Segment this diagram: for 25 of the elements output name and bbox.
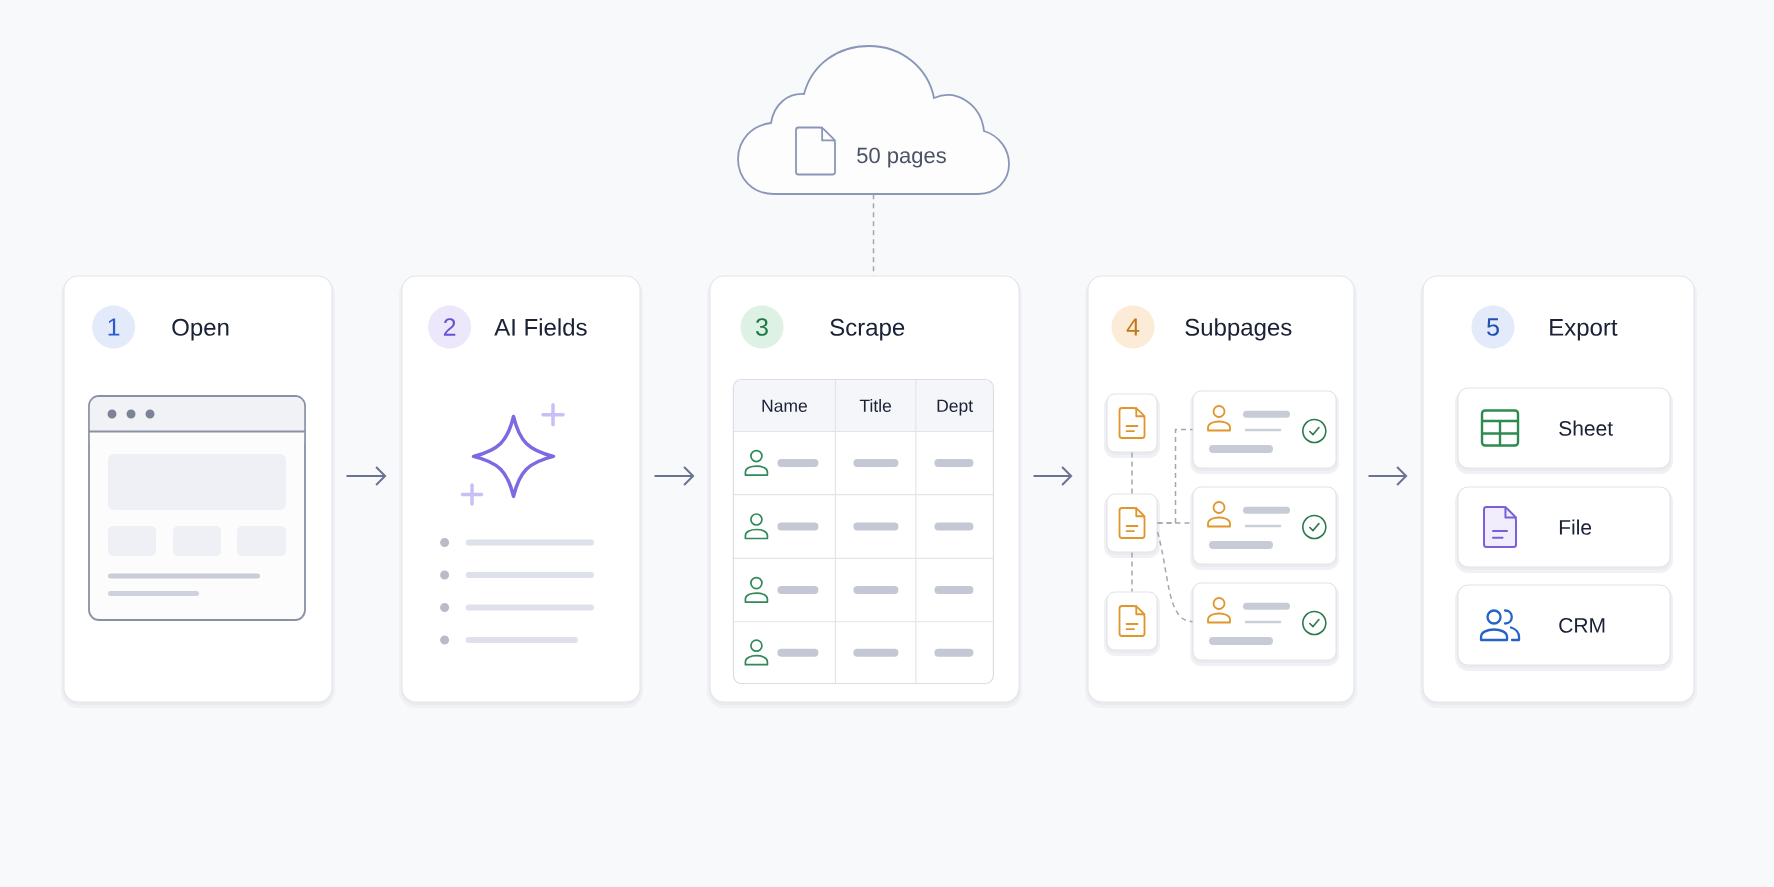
page-tile bbox=[1104, 393, 1160, 458]
number-badge: 1 bbox=[92, 305, 136, 349]
person-card bbox=[1190, 582, 1339, 666]
dashed-line bbox=[872, 193, 875, 277]
export-option: Sheet bbox=[1455, 387, 1673, 474]
person-card bbox=[1190, 390, 1339, 474]
dashed-line bbox=[1131, 451, 1133, 495]
number-badge: 2 bbox=[428, 305, 472, 349]
arrow bbox=[345, 466, 387, 486]
dashed-line bbox=[1156, 531, 1194, 623]
column-header: Name bbox=[762, 399, 807, 412]
column-header: Dept bbox=[937, 399, 973, 416]
export-option: File bbox=[1455, 486, 1673, 573]
arrow bbox=[1032, 466, 1073, 486]
arrow bbox=[1367, 466, 1408, 486]
column-header: Title bbox=[859, 399, 892, 412]
person-card bbox=[1190, 486, 1339, 570]
cloud: 50 pages bbox=[737, 45, 1010, 195]
dashed-line bbox=[1131, 551, 1133, 593]
number-badge: 4 bbox=[1111, 305, 1155, 349]
number-badge: 5 bbox=[1471, 305, 1515, 349]
page-tile bbox=[1104, 591, 1160, 656]
export-option: CRM bbox=[1455, 584, 1673, 671]
arrow bbox=[653, 466, 695, 486]
number-badge: 3 bbox=[740, 305, 784, 349]
